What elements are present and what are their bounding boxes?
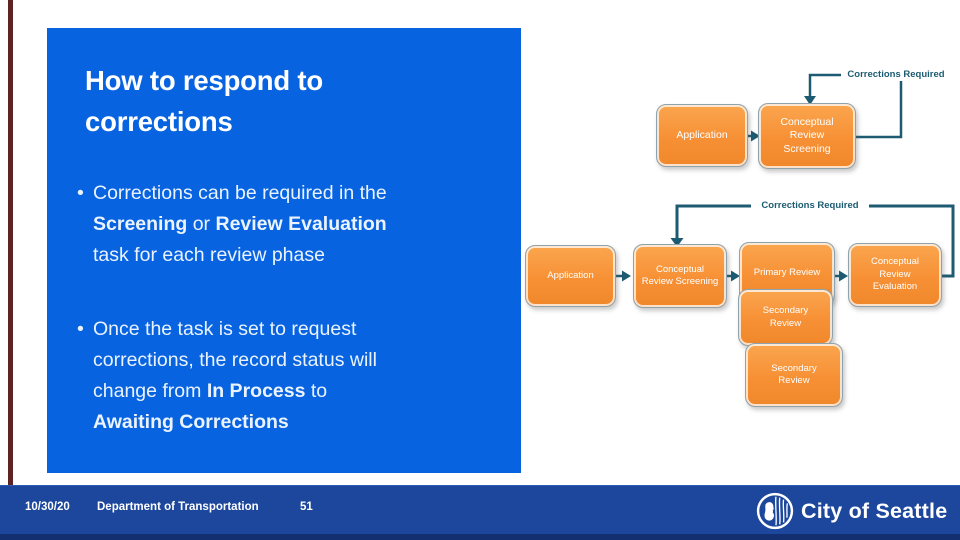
flow-box-secondary-review: Secondary Review bbox=[745, 343, 843, 407]
flow-box-conceptual-review-screening: Conceptual Review Screening bbox=[633, 244, 727, 308]
page-title-line-1: How to respond to bbox=[85, 65, 323, 96]
corrections-required-label: Corrections Required bbox=[751, 199, 869, 212]
footer-bar: 10/30/20 Department of Transportation 51… bbox=[0, 485, 960, 540]
footer-date: 10/30/20 bbox=[25, 501, 70, 513]
flow-box-application: Application bbox=[656, 104, 748, 167]
flow-box-secondary-review: Secondary Review bbox=[738, 289, 833, 346]
footer-department: Department of Transportation bbox=[97, 501, 259, 513]
flow-box-conceptual-review-evaluation: Conceptual Review Evaluation bbox=[848, 243, 942, 307]
page-title: How to respond to corrections bbox=[85, 60, 323, 142]
footer-page-number: 51 bbox=[300, 501, 313, 513]
flow-box-application: Application bbox=[525, 245, 616, 307]
bullet-marker: • bbox=[77, 182, 84, 204]
bullet-marker: • bbox=[77, 318, 84, 340]
city-of-seattle-logo: City of Seattle bbox=[756, 492, 947, 530]
logo-wordmark: City of Seattle bbox=[801, 498, 948, 523]
left-accent-bar bbox=[8, 0, 13, 485]
flow-box-conceptual-review-screening: Conceptual Review Screening bbox=[758, 103, 856, 169]
city-seal-icon bbox=[756, 492, 794, 530]
page-title-line-2: corrections bbox=[85, 106, 233, 137]
content-panel: How to respond to corrections • Correcti… bbox=[47, 28, 521, 473]
corrections-required-label: Corrections Required bbox=[841, 68, 951, 81]
